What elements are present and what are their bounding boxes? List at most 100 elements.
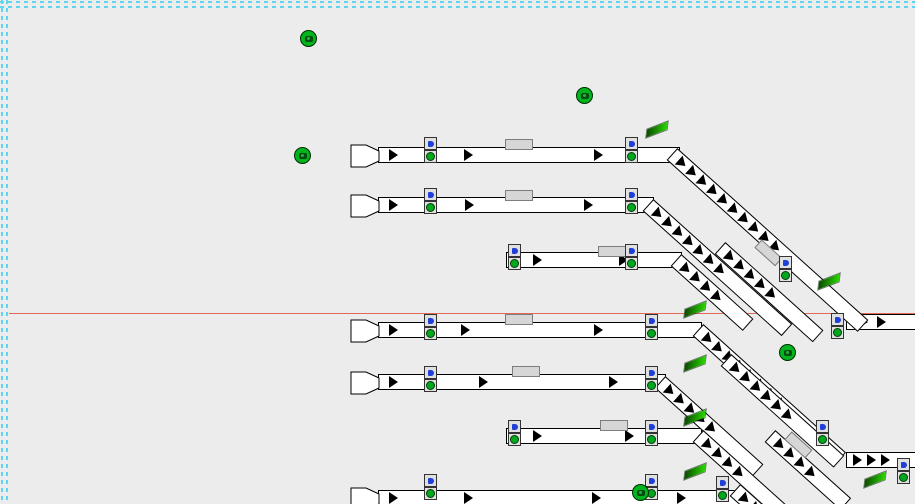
signal-lamp-icon: [647, 435, 656, 444]
signal-pair[interactable]: [424, 137, 437, 163]
signal-pair[interactable]: [779, 256, 792, 282]
direction-chevron-icon: [733, 258, 748, 274]
signal-lamp-box[interactable]: [424, 487, 437, 500]
signal-flag-box[interactable]: [508, 244, 521, 257]
direction-chevron-icon: [737, 491, 753, 504]
signal-pair[interactable]: [424, 188, 437, 214]
signal-flag-icon: [719, 479, 726, 486]
direction-chevron-icon: [661, 215, 676, 231]
camera-icon[interactable]: [300, 30, 317, 47]
signal-lamp-box[interactable]: [508, 433, 521, 446]
signal-flag-icon: [819, 423, 826, 430]
signal-lamp-box[interactable]: [831, 326, 844, 339]
signal-lamp-box[interactable]: [897, 471, 910, 484]
camera-icon[interactable]: [294, 147, 311, 164]
direction-chevron-icon: [726, 202, 742, 218]
signal-flag-box[interactable]: [779, 256, 792, 269]
signal-lamp-box[interactable]: [424, 150, 437, 163]
signal-flag-box[interactable]: [424, 474, 437, 487]
direction-chevron-icon: [678, 261, 694, 277]
signal-lamp-box[interactable]: [645, 327, 658, 340]
signal-flag-box[interactable]: [897, 458, 910, 471]
signal-lamp-icon: [627, 203, 636, 212]
signal-lamp-box[interactable]: [779, 269, 792, 282]
direction-chevron-icon: [770, 399, 786, 414]
signal-pair[interactable]: [625, 188, 638, 214]
signal-pair[interactable]: [625, 137, 638, 163]
signal-flag-icon: [782, 259, 789, 266]
signal-flag-box[interactable]: [645, 366, 658, 379]
signal-pair[interactable]: [897, 458, 910, 484]
signal-pair[interactable]: [625, 244, 638, 270]
signal-flag-box[interactable]: [645, 420, 658, 433]
signal-flag-box[interactable]: [424, 366, 437, 379]
signal-lamp-box[interactable]: [508, 257, 521, 270]
signal-flag-box[interactable]: [716, 476, 729, 489]
buffer-endcap: [350, 370, 380, 396]
direction-chevron-icon: [584, 199, 593, 211]
signal-lamp-box[interactable]: [816, 433, 829, 446]
signal-lamp-icon: [647, 381, 656, 390]
direction-chevron-icon: [721, 456, 737, 472]
signal-lamp-box[interactable]: [424, 379, 437, 392]
signal-flag-box[interactable]: [645, 314, 658, 327]
signal-lamp-box[interactable]: [424, 201, 437, 214]
switch-wedge-icon: [684, 463, 706, 480]
signal-pair[interactable]: [645, 314, 658, 340]
switch-wedge-icon: [646, 121, 668, 138]
signal-pair[interactable]: [645, 474, 658, 500]
signal-flag-box[interactable]: [424, 314, 437, 327]
signal-flag-box[interactable]: [424, 137, 437, 150]
camera-icon[interactable]: [576, 87, 593, 104]
signal-lamp-icon: [818, 435, 827, 444]
camera-lens-icon: [304, 35, 313, 42]
signal-flag-box[interactable]: [625, 137, 638, 150]
signal-pair[interactable]: [831, 313, 844, 339]
direction-chevron-icon: [464, 492, 473, 504]
camera-lens-dot: [785, 350, 789, 354]
signal-flag-box[interactable]: [645, 474, 658, 487]
signal-lamp-icon: [647, 329, 656, 338]
ruler-top: [0, 0, 915, 8]
signal-flag-box[interactable]: [816, 420, 829, 433]
direction-chevron-icon: [479, 376, 488, 388]
signal-pair[interactable]: [816, 420, 829, 446]
signal-flag-box[interactable]: [831, 313, 844, 326]
signal-lamp-box[interactable]: [625, 150, 638, 163]
signal-lamp-box[interactable]: [625, 201, 638, 214]
signal-flag-box[interactable]: [625, 244, 638, 257]
direction-chevron-icon: [689, 270, 704, 286]
signal-pair[interactable]: [716, 476, 729, 502]
direction-chevron-icon: [609, 376, 618, 388]
signal-pair[interactable]: [424, 314, 437, 340]
signal-lamp-box[interactable]: [424, 327, 437, 340]
signal-lamp-box[interactable]: [716, 489, 729, 502]
signal-flag-icon: [427, 369, 434, 376]
direction-chevron-icon: [743, 268, 759, 284]
signal-lamp-box[interactable]: [645, 433, 658, 446]
signal-flag-box[interactable]: [508, 420, 521, 433]
signal-lamp-icon: [426, 152, 435, 161]
label-plate: [600, 420, 628, 431]
camera-icon[interactable]: [779, 344, 796, 361]
signal-pair[interactable]: [645, 366, 658, 392]
signal-lamp-box[interactable]: [625, 257, 638, 270]
camera-icon[interactable]: [632, 484, 649, 501]
signal-flag-box[interactable]: [625, 188, 638, 201]
signal-flag-icon: [648, 423, 655, 430]
direction-chevron-icon: [737, 211, 752, 227]
signal-pair[interactable]: [508, 244, 521, 270]
direction-chevron-icon: [695, 174, 711, 190]
signal-lamp-icon: [627, 259, 636, 268]
signal-lamp-box[interactable]: [645, 379, 658, 392]
signal-pair[interactable]: [645, 420, 658, 446]
signal-flag-icon: [427, 317, 434, 324]
signal-pair[interactable]: [424, 366, 437, 392]
direction-chevron-icon: [702, 253, 718, 269]
signal-pair[interactable]: [424, 474, 437, 500]
label-plate: [505, 190, 533, 201]
signal-pair[interactable]: [508, 420, 521, 446]
signal-flag-box[interactable]: [424, 188, 437, 201]
signal-lamp-icon: [426, 329, 435, 338]
